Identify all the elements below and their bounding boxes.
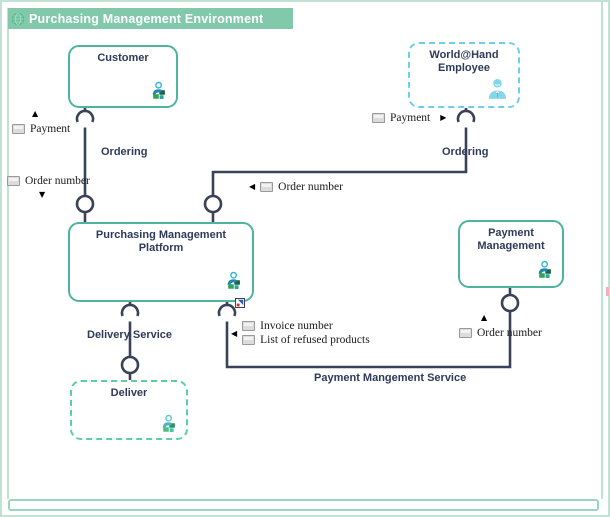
flow-left-arrow-icon: ◀ bbox=[231, 329, 238, 338]
connector-ordering-customer[interactable] bbox=[75, 108, 95, 222]
diagram-title: Purchasing Management Environment bbox=[29, 11, 264, 26]
exchange-item-invoice-group: ◀ Invoice number List of refused product… bbox=[231, 320, 370, 346]
provided-interface-ball[interactable] bbox=[203, 194, 223, 214]
exchange-item-payment-up: ▲ Payment bbox=[12, 109, 70, 135]
connector-delivery-service[interactable] bbox=[120, 302, 140, 380]
node-employee-label: World@Hand Employee bbox=[429, 49, 499, 74]
node-customer-label: Customer bbox=[97, 52, 149, 64]
node-customer[interactable]: Customer bbox=[68, 45, 178, 108]
flow-right-arrow-icon: ▶ bbox=[440, 113, 447, 122]
exchange-item-label: List of refused products bbox=[260, 334, 370, 346]
required-interface-socket[interactable] bbox=[217, 303, 237, 317]
node-deliver[interactable]: Deliver bbox=[70, 380, 188, 440]
scrollbar-annotation-marker bbox=[606, 287, 609, 296]
node-platform[interactable]: Purchasing Management Platform bbox=[68, 222, 254, 302]
node-employee[interactable]: World@Hand Employee bbox=[408, 42, 520, 108]
envelope-icon bbox=[242, 335, 256, 345]
envelope-icon bbox=[459, 328, 472, 338]
required-interface-socket[interactable] bbox=[456, 109, 476, 123]
envelope-icon bbox=[7, 176, 20, 186]
required-interface-socket[interactable] bbox=[120, 303, 140, 317]
envelope-icon bbox=[242, 321, 256, 331]
exchange-item-label: Invoice number bbox=[260, 320, 333, 332]
person-puzzle-icon bbox=[162, 414, 175, 432]
envelope-icon bbox=[260, 182, 274, 192]
node-deliver-label: Deliver bbox=[110, 387, 148, 399]
node-platform-label: Purchasing Management Platform bbox=[95, 229, 227, 254]
person-puzzle-icon bbox=[152, 81, 165, 99]
flow-up-arrow-icon: ▲ bbox=[481, 313, 488, 322]
exchange-item-label: Order number bbox=[477, 327, 542, 339]
person-icon bbox=[488, 78, 507, 99]
service-label-ordering-left: Ordering bbox=[101, 146, 148, 158]
globe-icon bbox=[11, 12, 25, 25]
provided-interface-ball[interactable] bbox=[500, 293, 520, 313]
person-puzzle-icon bbox=[227, 271, 240, 289]
exchange-item-order-mid: ◀ Order number bbox=[249, 181, 343, 193]
exchange-item-label: Order number bbox=[25, 175, 90, 187]
exchange-item-order-down: Order number ▼ bbox=[7, 175, 90, 200]
diagram-marker-icon[interactable] bbox=[235, 298, 245, 308]
person-puzzle-icon bbox=[538, 260, 551, 278]
envelope-icon bbox=[12, 124, 25, 134]
canvas-inner-border-left bbox=[7, 8, 9, 499]
exchange-item-order-up: ▲ Order number bbox=[459, 313, 542, 339]
flow-up-arrow-icon: ▲ bbox=[32, 109, 39, 118]
node-payment-management-label: Payment Management bbox=[477, 227, 545, 252]
canvas-inner-border-right bbox=[601, 2, 603, 499]
service-label-payment-service: Payment Mangement Service bbox=[314, 372, 467, 384]
service-label-delivery-service: Delivery Service bbox=[87, 329, 173, 341]
diagram-title-bar: Purchasing Management Environment bbox=[8, 8, 293, 29]
flow-down-arrow-icon: ▼ bbox=[39, 190, 46, 199]
exchange-item-label: Order number bbox=[278, 181, 343, 193]
envelope-icon bbox=[372, 113, 385, 123]
exchange-item-payment-right: Payment ▶ bbox=[372, 112, 446, 124]
provided-interface-ball[interactable] bbox=[120, 355, 140, 375]
connector-ordering-employee[interactable] bbox=[203, 108, 476, 222]
required-interface-socket[interactable] bbox=[75, 109, 95, 123]
exchange-item-label: Payment bbox=[30, 123, 71, 135]
service-label-ordering-right: Ordering bbox=[442, 146, 489, 158]
node-payment-management[interactable]: Payment Management bbox=[458, 220, 564, 288]
flow-left-arrow-icon: ◀ bbox=[249, 182, 256, 191]
connector-payment-service[interactable] bbox=[217, 288, 520, 369]
horizontal-scrollbar[interactable] bbox=[8, 499, 599, 511]
exchange-item-label: Payment bbox=[390, 112, 431, 124]
